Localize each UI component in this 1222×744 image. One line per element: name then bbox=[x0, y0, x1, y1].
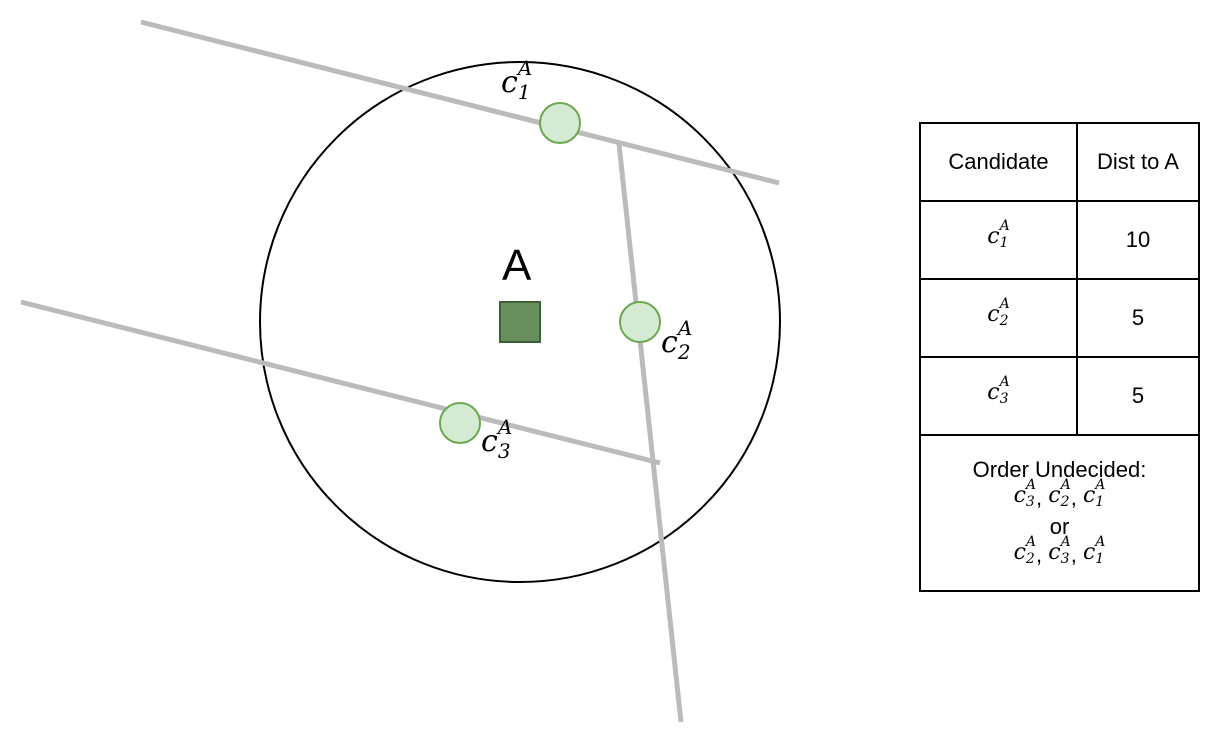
order-title: Order Undecided: bbox=[972, 457, 1147, 483]
candidate-point-c3 bbox=[439, 402, 481, 444]
cell-dist: 10 bbox=[1076, 200, 1200, 280]
range-circle bbox=[259, 61, 781, 583]
header-dist: Dist to A bbox=[1076, 122, 1200, 202]
table-header-row: Candidate Dist to A bbox=[919, 122, 1200, 202]
road-line-top bbox=[140, 19, 780, 186]
header-candidate: Candidate bbox=[919, 122, 1078, 202]
point-a-label: A bbox=[502, 241, 532, 290]
order-connector: or bbox=[1049, 514, 1070, 539]
candidate-point-c1 bbox=[539, 102, 581, 144]
point-a-square bbox=[499, 301, 541, 343]
cell-dist: 5 bbox=[1076, 356, 1200, 436]
road-line-vertical bbox=[616, 143, 684, 723]
road-line-bottom bbox=[20, 299, 661, 466]
candidate-point-c2 bbox=[619, 301, 661, 343]
cell-dist: 5 bbox=[1076, 278, 1200, 358]
